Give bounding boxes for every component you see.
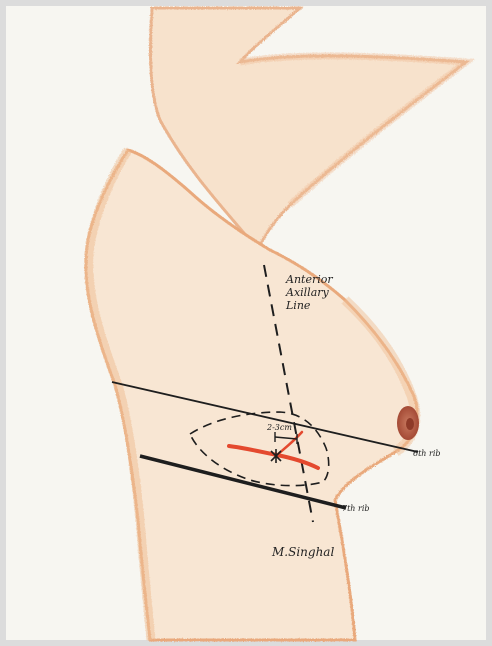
sixth-rib-label: 6th rib: [413, 449, 441, 458]
nipple: [397, 406, 419, 440]
distance-label: 2-3cm: [266, 423, 292, 432]
axillary-line-label-2: Axillary: [285, 286, 330, 299]
seventh-rib-label: 7th rib: [342, 504, 370, 513]
axillary-line-label-1: Anterior: [285, 273, 333, 286]
axillary-line-label-3: Line: [285, 299, 311, 312]
artist-signature: M.Singhal: [271, 545, 334, 559]
